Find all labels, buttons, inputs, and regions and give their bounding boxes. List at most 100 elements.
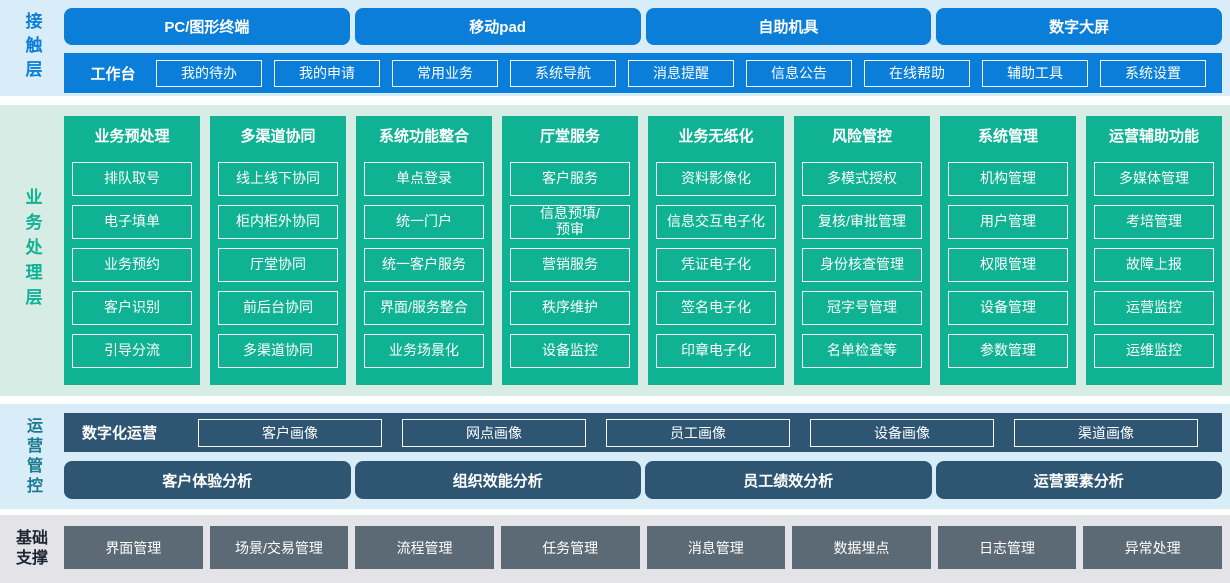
workbench-item-online-help[interactable]: 在线帮助 [864, 59, 970, 87]
item-identity-check[interactable]: 身份核查管理 [802, 248, 922, 282]
analysis-employee-performance-button[interactable]: 员工绩效分析 [645, 461, 932, 499]
foundation-item-scene-transaction-mgmt[interactable]: 场景/交易管理 [209, 526, 349, 569]
item-user-mgmt[interactable]: 用户管理 [948, 205, 1068, 239]
workbench-item-system-settings[interactable]: 系统设置 [1100, 59, 1206, 87]
column-multichannel-collab: 多渠道协同 线上线下协同 柜内柜外协同 厅堂协同 前后台协同 多渠道协同 [210, 116, 346, 385]
terminal-bigscreen-button[interactable]: 数字大屏 [936, 8, 1222, 45]
column-title: 业务预处理 [94, 128, 170, 145]
item-counter-collab[interactable]: 柜内柜外协同 [218, 205, 338, 239]
ops-item-employee-profile[interactable]: 员工画像 [606, 418, 790, 447]
item-org-mgmt[interactable]: 机构管理 [948, 162, 1068, 196]
workbench-item-info-notice[interactable]: 信息公告 [746, 59, 852, 87]
item-business-scenario[interactable]: 业务场景化 [364, 334, 484, 368]
analysis-customer-experience-button[interactable]: 客户体验分析 [64, 461, 351, 499]
section-divider [0, 96, 1230, 105]
item-esignature[interactable]: 签名电子化 [656, 291, 776, 325]
item-serial-number-mgmt[interactable]: 冠字号管理 [802, 291, 922, 325]
item-multimedia-mgmt[interactable]: 多媒体管理 [1094, 162, 1214, 196]
column-title: 多渠道协同 [240, 128, 316, 145]
item-training-mgmt[interactable]: 考培管理 [1094, 205, 1214, 239]
business-layer-label: 业务处理层 [22, 188, 42, 313]
ops-item-customer-profile[interactable]: 客户画像 [198, 418, 382, 447]
item-einteraction[interactable]: 信息交互电子化 [656, 205, 776, 239]
item-parameter-mgmt[interactable]: 参数管理 [948, 334, 1068, 368]
workbench-item-todo[interactable]: 我的待办 [156, 59, 262, 87]
item-permission-mgmt[interactable]: 权限管理 [948, 248, 1068, 282]
foundation-item-ui-mgmt[interactable]: 界面管理 [64, 526, 203, 569]
item-document-imaging[interactable]: 资料影像化 [656, 162, 776, 196]
item-customer-service[interactable]: 客户服务 [510, 162, 630, 196]
item-maintenance-monitor[interactable]: 运维监控 [1094, 334, 1214, 368]
ops-item-branch-profile[interactable]: 网点画像 [402, 418, 586, 447]
item-unified-portal[interactable]: 统一门户 [364, 205, 484, 239]
foundation-item-exception-handling[interactable]: 异常处理 [1083, 526, 1222, 569]
column-title: 系统管理 [977, 128, 1038, 145]
column-risk-control: 风险管控 多模式授权 复核/审批管理 身份核查管理 冠字号管理 名单检查等 [794, 116, 930, 385]
item-sso[interactable]: 单点登录 [364, 162, 484, 196]
item-ui-service-integration[interactable]: 界面/服务整合 [364, 291, 484, 325]
item-list-check[interactable]: 名单检查等 [802, 334, 922, 368]
column-title: 运营辅助功能 [1108, 128, 1199, 145]
column-business-preprocess: 业务预处理 排队取号 电子填单 业务预约 客户识别 引导分流 [64, 116, 200, 385]
item-fault-report[interactable]: 故障上报 [1094, 248, 1214, 282]
foundation-item-process-mgmt[interactable]: 流程管理 [355, 526, 494, 569]
item-online-offline-collab[interactable]: 线上线下协同 [218, 162, 338, 196]
business-layer-body: 业务预处理 排队取号 电子填单 业务预约 客户识别 引导分流 多渠道协同 线上线… [64, 105, 1230, 396]
foundation-item-task-mgmt[interactable]: 任务管理 [500, 526, 640, 569]
item-multimode-auth[interactable]: 多模式授权 [802, 162, 922, 196]
item-multichannel-collab[interactable]: 多渠道协同 [218, 334, 338, 368]
business-columns-row: 业务预处理 排队取号 电子填单 业务预约 客户识别 引导分流 多渠道协同 线上线… [64, 116, 1222, 385]
item-queue-number[interactable]: 排队取号 [72, 162, 192, 196]
item-eform[interactable]: 电子填单 [72, 205, 192, 239]
item-marketing-service[interactable]: 营销服务 [510, 248, 630, 282]
item-eseal[interactable]: 印章电子化 [656, 334, 776, 368]
item-hall-collab[interactable]: 厅堂协同 [218, 248, 338, 282]
workbench-item-common-business[interactable]: 常用业务 [392, 59, 498, 87]
analysis-row: 客户体验分析 组织效能分析 员工绩效分析 运营要素分析 [64, 461, 1222, 499]
item-device-mgmt[interactable]: 设备管理 [948, 291, 1068, 325]
contact-layer-label: 接触层 [22, 12, 42, 84]
workbench-item-aux-tools[interactable]: 辅助工具 [982, 59, 1088, 87]
operations-layer-label: 运营管控 [24, 416, 41, 497]
foundation-item-message-mgmt[interactable]: 消息管理 [646, 526, 786, 569]
column-title: 风险管控 [831, 128, 892, 145]
workbench-item-message-alert[interactable]: 消息提醒 [628, 59, 734, 87]
operations-layer-section: 运营管控 数字化运营 客户画像 网点画像 员工画像 设备画像 渠道画像 客户体验… [0, 404, 1230, 509]
terminal-selfservice-button[interactable]: 自助机具 [645, 8, 932, 45]
item-ops-monitor[interactable]: 运营监控 [1094, 291, 1214, 325]
terminal-row: PC/图形终端 移动pad 自助机具 数字大屏 [64, 8, 1222, 45]
column-hall-service: 厅堂服务 客户服务 信息预填/ 预审 营销服务 秩序维护 设备监控 [502, 116, 638, 385]
foundation-item-log-mgmt[interactable]: 日志管理 [937, 526, 1077, 569]
item-unified-customer-service[interactable]: 统一客户服务 [364, 248, 484, 282]
item-evoucher[interactable]: 凭证电子化 [656, 248, 776, 282]
workbench-bar: 工作台 我的待办 我的申请 常用业务 系统导航 消息提醒 信息公告 在线帮助 辅… [64, 53, 1222, 93]
contact-layer-label-col: 接触层 [0, 0, 64, 96]
column-paperless-business: 业务无纸化 资料影像化 信息交互电子化 凭证电子化 签名电子化 印章电子化 [648, 116, 784, 385]
column-ops-auxiliary: 运营辅助功能 多媒体管理 考培管理 故障上报 运营监控 运维监控 [1086, 116, 1222, 385]
analysis-org-efficiency-button[interactable]: 组织效能分析 [354, 461, 641, 499]
item-appointment[interactable]: 业务预约 [72, 248, 192, 282]
item-guide-diversion[interactable]: 引导分流 [72, 334, 192, 368]
analysis-ops-elements-button[interactable]: 运营要素分析 [935, 461, 1222, 499]
item-order-maintenance[interactable]: 秩序维护 [510, 291, 630, 325]
terminal-pc-button[interactable]: PC/图形终端 [64, 8, 350, 45]
operations-layer-label-col: 运营管控 [0, 404, 64, 509]
foundation-item-data-tracking[interactable]: 数据埋点 [792, 526, 931, 569]
contact-layer-body: PC/图形终端 移动pad 自助机具 数字大屏 工作台 我的待办 我的申请 常用… [64, 0, 1230, 96]
column-title: 系统功能整合 [378, 128, 469, 145]
ops-item-device-profile[interactable]: 设备画像 [810, 418, 994, 447]
item-customer-id[interactable]: 客户识别 [72, 291, 192, 325]
terminal-pad-button[interactable]: 移动pad [354, 8, 641, 45]
column-system-management: 系统管理 机构管理 用户管理 权限管理 设备管理 参数管理 [940, 116, 1076, 385]
workbench-item-system-nav[interactable]: 系统导航 [510, 59, 616, 87]
ops-item-channel-profile[interactable]: 渠道画像 [1014, 418, 1198, 447]
item-review-approval[interactable]: 复核/审批管理 [802, 205, 922, 239]
item-front-back-collab[interactable]: 前后台协同 [218, 291, 338, 325]
digital-ops-label: 数字化运营 [82, 425, 158, 442]
item-info-prefill[interactable]: 信息预填/ 预审 [510, 205, 630, 239]
foundation-layer-section: 基础 支撑 界面管理 场景/交易管理 流程管理 任务管理 消息管理 数据埋点 日… [0, 515, 1230, 583]
operations-layer-body: 数字化运营 客户画像 网点画像 员工画像 设备画像 渠道画像 客户体验分析 组织… [64, 404, 1230, 509]
item-device-monitor[interactable]: 设备监控 [510, 334, 630, 368]
workbench-item-applications[interactable]: 我的申请 [274, 59, 380, 87]
foundation-layer-label-col: 基础 支撑 [0, 515, 64, 583]
